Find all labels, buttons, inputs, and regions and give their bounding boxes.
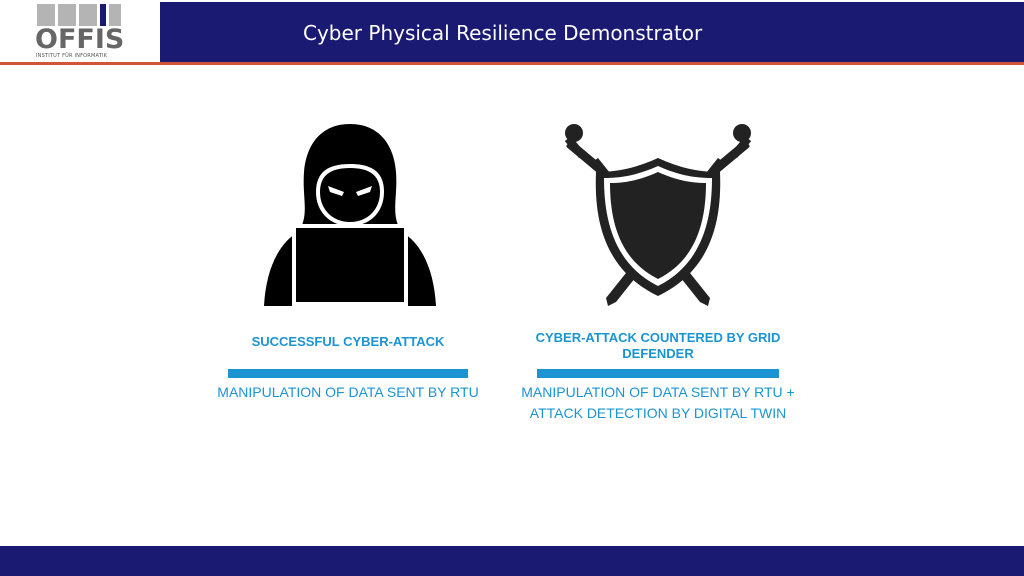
panel-divider-attack bbox=[228, 369, 468, 378]
hooded-hacker-icon bbox=[264, 124, 436, 306]
shield-crossed-swords-icon bbox=[564, 124, 752, 306]
panel-heading-defense: CYBER-ATTACK COUNTERED BY GRID DEFENDER bbox=[535, 330, 781, 361]
logo-subtitle: INSTITUT FÜR INFORMATIK bbox=[36, 53, 108, 59]
panel-heading-attack: SUCCESSFUL CYBER-ATTACK bbox=[251, 334, 445, 349]
panel-description-defense: MANIPULATION OF DATA SENT BY RTU + ATTAC… bbox=[521, 384, 795, 421]
panel-divider-defense bbox=[537, 369, 779, 378]
panel-description-attack: MANIPULATION OF DATA SENT BY RTU bbox=[217, 384, 479, 400]
footer-bar bbox=[0, 546, 1024, 576]
header-divider bbox=[0, 62, 1024, 65]
title-bar bbox=[160, 2, 1024, 62]
offis-logo: OFFIS INSTITUT FÜR INFORMATIK bbox=[0, 0, 160, 63]
logo-wordmark: OFFIS bbox=[35, 24, 125, 55]
page-title: Cyber Physical Resilience Demonstrator bbox=[303, 21, 703, 45]
